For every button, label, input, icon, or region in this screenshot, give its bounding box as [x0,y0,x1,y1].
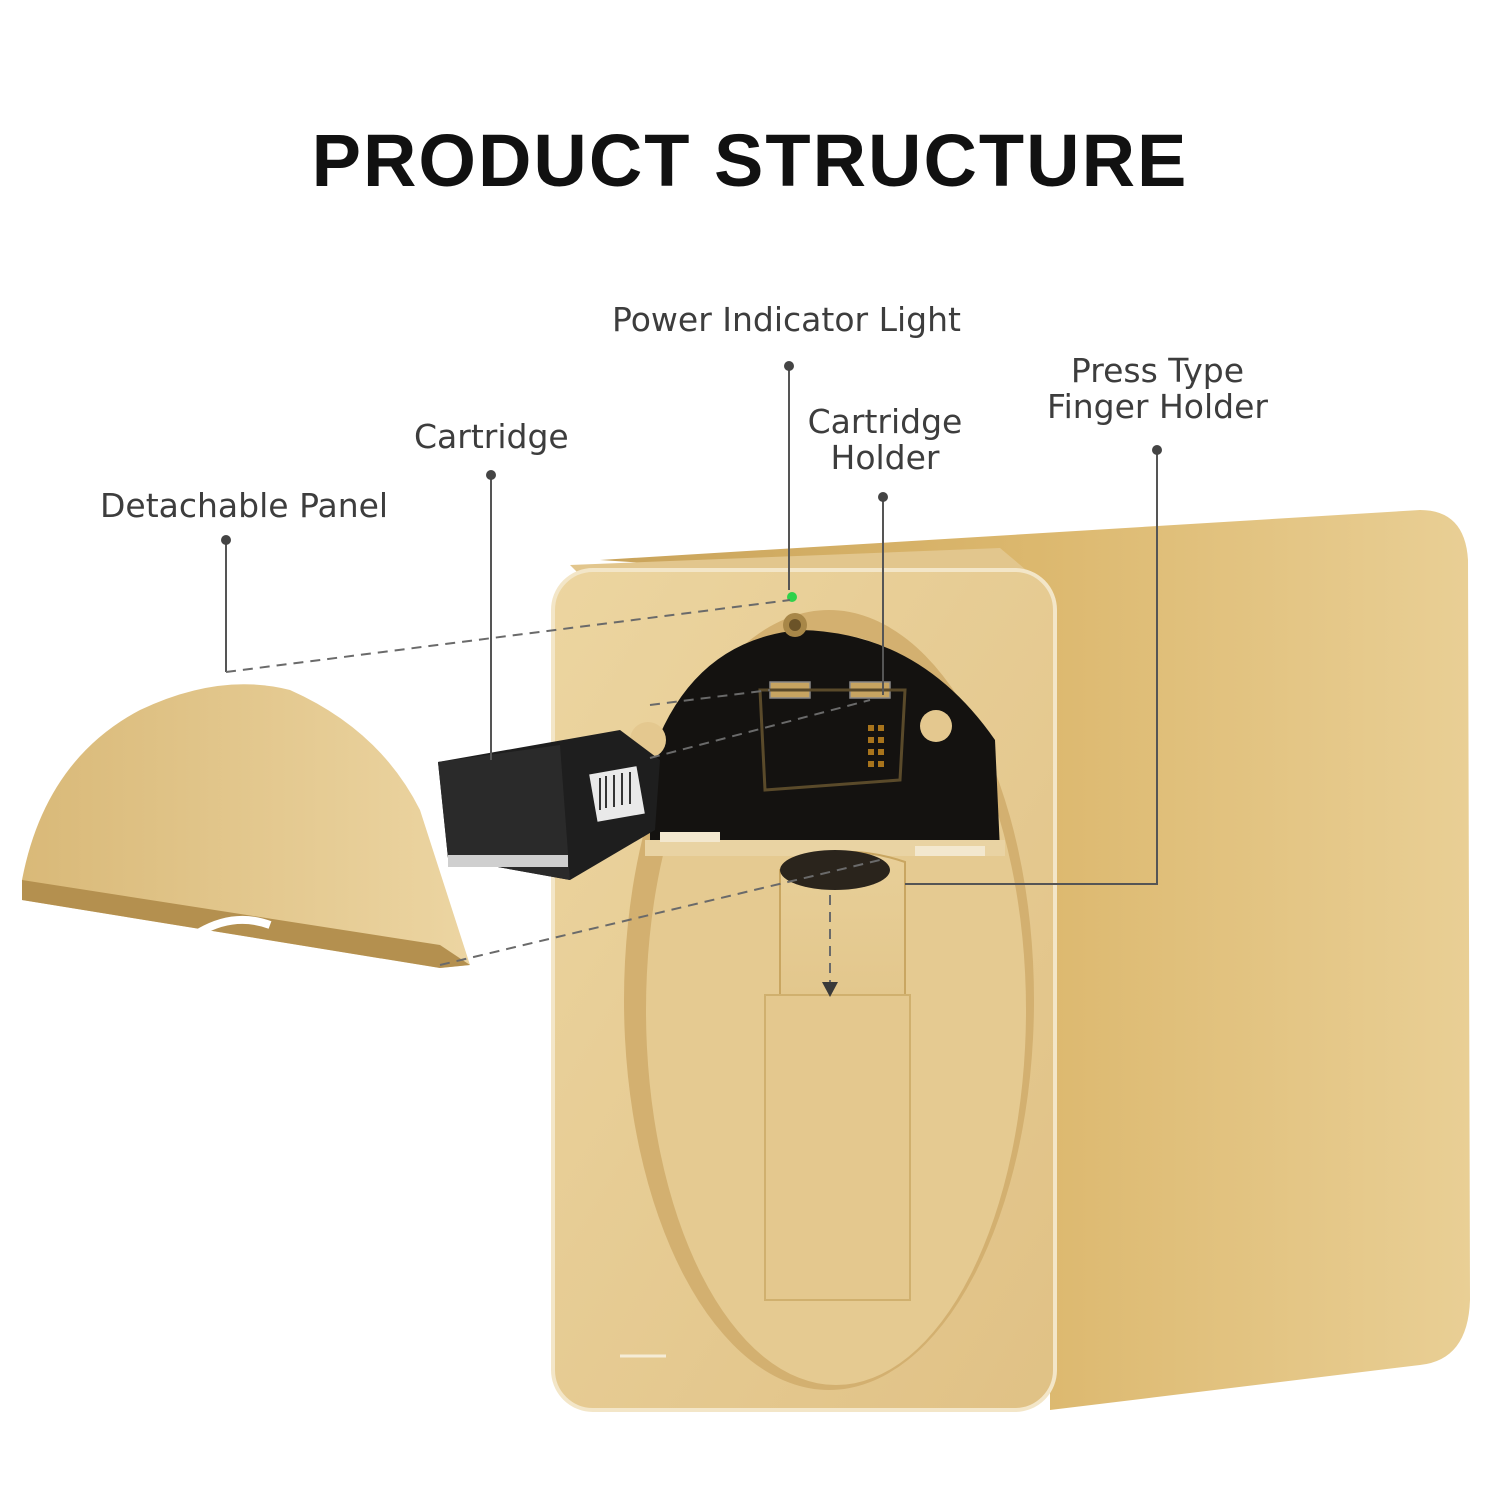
printer-body [551,510,1470,1412]
detachable-panel [22,684,470,968]
leader-dot-power [784,361,794,371]
press-direction-arrow [822,982,838,997]
finger-holder [764,994,911,1301]
leader-dot-holder [878,492,888,502]
label-cartridge-holder-line1: Cartridge [807,402,963,441]
label-cartridge: Cartridge [414,417,569,456]
dashed-guides [225,599,881,985]
interior-cavity [650,630,1000,850]
leader-lines [225,366,1158,885]
leader-dot-panel [221,535,231,545]
label-finger-holder-line1: Press Type [1070,351,1245,390]
label-detachable-panel: Detachable Panel [100,486,389,525]
label-finger-holder-line2: Finger Holder [1047,387,1268,426]
label-cartridge-holder: Cartridge Holder [800,404,970,476]
cartridge [438,730,660,880]
page-title: PRODUCT STRUCTURE [311,119,1189,202]
label-finger-holder: Press Type Finger Holder [1035,353,1280,425]
leader-dot-cartridge [486,470,496,480]
label-cartridge-holder-line2: Holder [830,438,940,477]
label-power-indicator: Power Indicator Light [612,300,961,339]
leader-dot-finger [1152,445,1162,455]
